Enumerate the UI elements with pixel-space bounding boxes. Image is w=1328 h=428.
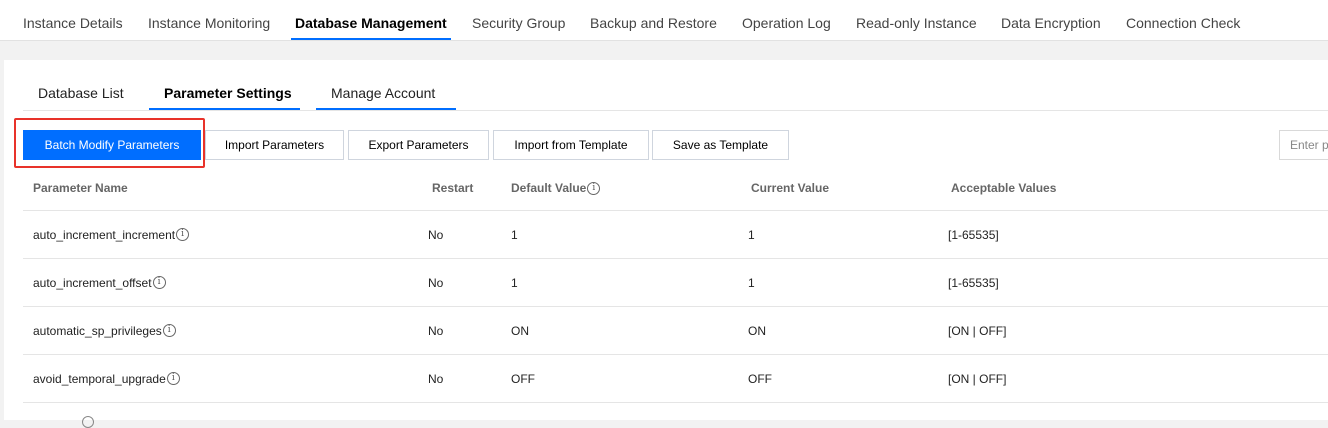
tab-security-group[interactable]: Security Group	[472, 15, 566, 31]
param-name: avoid_temporal_upgrade	[33, 371, 166, 386]
subtab-manage-account-label: Manage Account	[331, 85, 436, 101]
tab-backup-and-restore[interactable]: Backup and Restore	[590, 15, 717, 31]
param-current-value: ON	[748, 323, 766, 338]
subtab-parameter-settings-label: Parameter Settings	[164, 85, 292, 101]
header-acceptable-values: Acceptable Values	[951, 181, 1057, 195]
param-restart: No	[428, 275, 444, 290]
param-current-value: 1	[748, 227, 755, 242]
instance-tab-bar: Instance Details Instance Monitoring Dat…	[0, 0, 1328, 41]
import-from-template-button[interactable]: Import from Template	[493, 130, 649, 160]
parameter-search-input[interactable]	[1279, 130, 1328, 160]
table-header: Parameter Name Restart Default Value i C…	[23, 166, 1328, 211]
subtab-database-list[interactable]: Database List	[38, 85, 124, 101]
info-circle-icon[interactable]: i	[587, 181, 601, 195]
tab-instance-monitoring[interactable]: Instance Monitoring	[148, 15, 271, 31]
info-circle-icon[interactable]: i	[166, 372, 180, 385]
param-restart: No	[428, 371, 444, 386]
tab-read-only-instance[interactable]: Read-only Instance	[856, 15, 977, 31]
param-name: auto_increment_increment	[33, 227, 176, 242]
export-parameters-button[interactable]: Export Parameters	[348, 130, 489, 160]
info-circle-icon[interactable]: i	[162, 324, 176, 337]
param-acceptable-values: [ON | OFF]	[948, 323, 1007, 338]
param-default-value: OFF	[511, 371, 535, 386]
subtab-parameter-settings[interactable]: Parameter Settings	[149, 60, 300, 110]
subtab-manage-account-underline	[316, 108, 456, 110]
batch-modify-parameters-button[interactable]: Batch Modify Parameters	[23, 130, 201, 160]
param-name: auto_increment_offset	[33, 275, 152, 290]
active-subtab-underline	[149, 108, 300, 110]
header-default-value-label: Default Value	[511, 181, 587, 195]
param-current-value: OFF	[748, 371, 772, 386]
table-row: automatic_sp_privileges i No ON ON [ON |…	[23, 307, 1328, 355]
sub-tab-bar: Database List Parameter Settings Manage …	[23, 60, 1328, 111]
param-acceptable-values: [1-65535]	[948, 275, 999, 290]
tab-connection-check[interactable]: Connection Check	[1126, 15, 1241, 31]
info-circle-icon[interactable]: i	[176, 228, 190, 241]
param-restart: No	[428, 227, 444, 242]
param-name-cell: avoid_temporal_upgrade i	[33, 355, 180, 402]
param-acceptable-values: [ON | OFF]	[948, 371, 1007, 386]
param-name-cell: auto_increment_offset i	[33, 259, 166, 306]
param-current-value: 1	[748, 275, 755, 290]
tab-operation-log[interactable]: Operation Log	[742, 15, 831, 31]
tab-instance-details[interactable]: Instance Details	[23, 15, 123, 31]
header-restart: Restart	[432, 181, 474, 195]
info-circle-icon-partial	[82, 416, 94, 428]
param-name: automatic_sp_privileges	[33, 323, 162, 338]
param-acceptable-values: [1-65535]	[948, 227, 999, 242]
param-default-value: ON	[511, 323, 529, 338]
database-management-panel: Database List Parameter Settings Manage …	[4, 60, 1328, 420]
header-parameter-name: Parameter Name	[33, 181, 128, 195]
param-restart: No	[428, 323, 444, 338]
subtab-manage-account[interactable]: Manage Account	[316, 60, 456, 110]
save-as-template-button[interactable]: Save as Template	[652, 130, 789, 160]
param-default-value: 1	[511, 227, 518, 242]
param-name-cell: automatic_sp_privileges i	[33, 307, 176, 354]
param-name-cell: auto_increment_increment i	[33, 211, 190, 258]
param-default-value: 1	[511, 275, 518, 290]
import-parameters-button[interactable]: Import Parameters	[205, 130, 344, 160]
tab-data-encryption[interactable]: Data Encryption	[1001, 15, 1101, 31]
tab-database-management[interactable]: Database Management	[291, 0, 451, 40]
table-row: auto_increment_increment i No 1 1 [1-655…	[23, 211, 1328, 259]
parameter-table: Parameter Name Restart Default Value i C…	[23, 166, 1328, 403]
table-row: avoid_temporal_upgrade i No OFF OFF [ON …	[23, 355, 1328, 403]
table-row: auto_increment_offset i No 1 1 [1-65535]	[23, 259, 1328, 307]
info-circle-icon[interactable]: i	[152, 276, 166, 289]
header-current-value: Current Value	[751, 181, 830, 195]
header-default-value: Default Value i	[511, 166, 601, 210]
